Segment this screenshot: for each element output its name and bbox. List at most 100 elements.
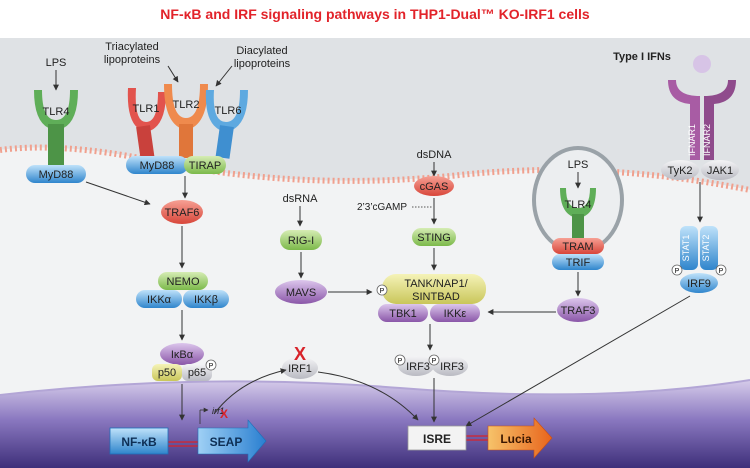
tirap: [184, 156, 226, 174]
irf3-a-label: IRF3: [406, 361, 430, 373]
figure-title: NF-κB and IRF signaling pathways in THP1…: [160, 6, 590, 22]
tbk1-label: TBK1: [389, 308, 417, 320]
mavs: [275, 280, 327, 304]
stat2-phospho: [715, 264, 727, 276]
p65-phospho: [205, 359, 217, 371]
irf1-gene-label: irf1: [212, 406, 225, 416]
dsdna-label: dsDNA: [417, 149, 453, 161]
type1-ifns-label: Type I IFNs: [613, 51, 671, 63]
diacylated-label-2: lipoproteins: [234, 58, 291, 70]
myd88-left-label: MyD88: [39, 169, 74, 181]
diacylated-label-1: Diacylated: [236, 45, 287, 57]
tlr4-left-receptor: [34, 90, 78, 166]
triacylated-label-1: Triacylated: [105, 41, 158, 53]
nemo-label: NEMO: [167, 276, 200, 288]
tank-label-2: SINTBAD: [412, 291, 460, 303]
lucia-label: Lucia: [500, 432, 532, 446]
irf1-knockout-x: X: [294, 344, 306, 364]
lps-left-label: LPS: [46, 57, 67, 69]
irf3-b-phospho-label: P: [432, 358, 437, 365]
tank-phospho: [376, 284, 388, 296]
ifnar2-label: IFNAR2: [702, 124, 712, 156]
tlr2-label: TLR2: [173, 99, 200, 111]
stat1: [680, 226, 698, 270]
nfkb-box: [109, 427, 169, 455]
tram-label: TRAM: [562, 241, 593, 253]
isre-label: ISRE: [423, 432, 451, 446]
rig-i-label: RIG-I: [288, 235, 314, 247]
tlr2-receptor: [164, 84, 208, 158]
lucia-arrow: [487, 417, 553, 459]
traf3: [557, 298, 599, 322]
ikkb-label: IKKβ: [194, 294, 218, 306]
ikba: [160, 343, 204, 365]
p65-label: p65: [188, 367, 206, 379]
ikka: [136, 290, 182, 308]
tlr1-label: TLR1: [133, 103, 160, 115]
stat2-label: STAT2: [701, 235, 711, 262]
tirap-label: TIRAP: [189, 160, 221, 172]
ikka-label: IKKα: [147, 294, 172, 306]
stat2-phospho-label: P: [719, 268, 724, 275]
traf3-label: TRAF3: [561, 305, 596, 317]
seap-arrow: [197, 419, 267, 463]
irf3-b-label: IRF3: [440, 361, 464, 373]
traf6-label: TRAF6: [165, 207, 200, 219]
irf3-b-phospho: [428, 354, 440, 366]
tlr4-endo-receptor: [560, 188, 596, 240]
cgas-label: cGAS: [420, 181, 449, 193]
sting: [412, 228, 456, 246]
jak1: [701, 160, 739, 180]
ifnar1-label: IFNAR1: [687, 124, 697, 156]
stat2: [700, 226, 718, 270]
jak1-label: JAK1: [707, 165, 733, 177]
traf6: [161, 200, 203, 224]
tyk2: [661, 160, 699, 180]
ifnar-receptor: [668, 80, 736, 160]
nuclear-membrane: [0, 379, 750, 396]
tank-label-1: TANK/NAP1/: [404, 278, 468, 290]
p50: [152, 364, 182, 381]
tlr4-left-label: TLR4: [43, 106, 70, 118]
triacylated-label-2: lipoproteins: [104, 54, 161, 66]
mavs-label: MAVS: [286, 287, 316, 299]
trif-label: TRIF: [566, 257, 591, 269]
tbk1: [378, 304, 428, 322]
irf1-label: IRF1: [288, 363, 312, 375]
ikkb: [183, 290, 229, 308]
lps-endo-label: LPS: [568, 159, 589, 171]
tank-complex: [382, 274, 486, 304]
irf1-gene-knockout-x: X: [220, 407, 228, 421]
tlr4-endo-label: TLR4: [565, 199, 592, 211]
tlr6-label: TLR6: [215, 105, 242, 117]
p65: [182, 364, 212, 381]
ikke-label: IKKε: [444, 308, 467, 320]
irf9: [680, 273, 718, 293]
seap-label: SEAP: [210, 435, 243, 449]
isre-box: [407, 425, 467, 451]
nemo: [158, 272, 208, 290]
rig-i: [280, 230, 322, 250]
nfkb-label: NF-κB: [121, 435, 157, 449]
myd88-left: [26, 165, 86, 183]
irf3-a: [398, 356, 434, 376]
tlr1-receptor: [127, 88, 166, 159]
cgas: [414, 176, 454, 196]
tram: [552, 238, 604, 254]
nucleus: [0, 380, 750, 468]
irf3-a-phospho: [394, 354, 406, 366]
dsrna-label: dsRNA: [283, 193, 319, 205]
p65-phospho-label: P: [209, 363, 214, 370]
irf3-a-phospho-label: P: [398, 358, 403, 365]
ikba-label: IκBα: [171, 349, 194, 361]
ifn-ligand: [693, 55, 711, 73]
tank-phospho-label: P: [380, 288, 385, 295]
irf9-label: IRF9: [687, 278, 711, 290]
myd88-mid-label: MyD88: [140, 160, 175, 172]
tyk2-label: TyK2: [667, 165, 692, 177]
cgamp-label: 2’3’cGAMP: [357, 202, 407, 213]
tlr6-receptor: [205, 90, 248, 159]
stat1-phospho: [671, 264, 683, 276]
